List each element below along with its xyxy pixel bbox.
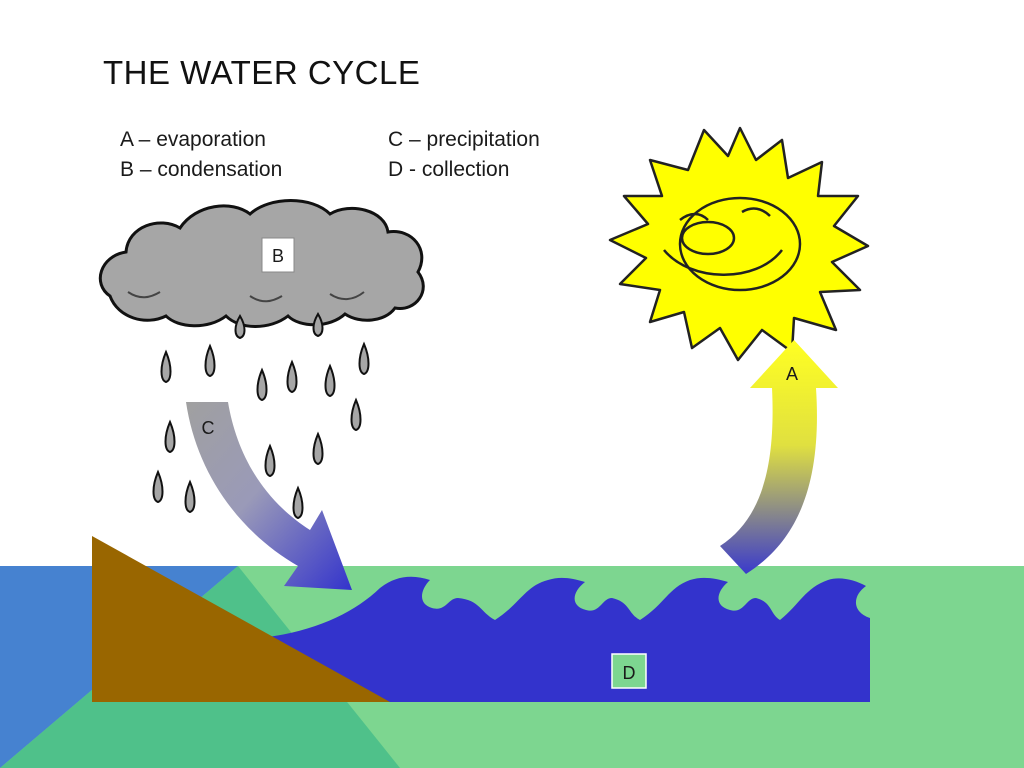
ocean-waves	[268, 576, 870, 702]
sun-nose	[680, 220, 736, 256]
raindrop	[264, 443, 276, 478]
legend: A – evaporation B – condensation C – pre…	[120, 128, 540, 181]
raindrop	[358, 341, 370, 376]
raindrop	[160, 349, 172, 384]
label-b-box	[261, 237, 295, 273]
legend-d-collection: D - collection	[388, 158, 509, 181]
raindrop	[256, 367, 268, 402]
raindrop	[234, 314, 246, 340]
raindrop	[164, 419, 176, 454]
sun-right-eye	[741, 207, 771, 217]
sun	[608, 126, 870, 362]
legend-c-precipitation: C – precipitation	[388, 128, 540, 151]
cloud: B	[98, 199, 425, 328]
raindrop	[312, 312, 324, 338]
raindrop	[204, 343, 216, 378]
arrow-c-precipitation: C	[186, 402, 352, 590]
label-d-group: D	[611, 653, 647, 689]
sun-smile	[663, 249, 783, 276]
sun-left-eye	[679, 212, 709, 222]
arrow-c-shape	[186, 402, 352, 590]
raindrop	[350, 397, 362, 432]
raindrop	[312, 431, 324, 466]
legend-a-evaporation: A – evaporation	[120, 128, 266, 151]
land-slope	[92, 536, 390, 702]
arrow-a-evaporation: A	[720, 340, 838, 574]
collection-water-body	[92, 536, 870, 702]
label-b: B	[272, 246, 284, 266]
label-d: D	[623, 663, 636, 683]
slide-title: THE WATER CYCLE	[103, 54, 421, 91]
raindrop	[324, 363, 336, 398]
raindrops	[152, 312, 370, 520]
raindrop	[286, 359, 298, 394]
label-a: A	[786, 364, 798, 384]
raindrop	[152, 469, 164, 504]
raindrop	[292, 485, 304, 520]
arrow-a-shape	[720, 340, 838, 574]
legend-b-condensation: B – condensation	[120, 158, 282, 181]
label-c: C	[202, 418, 215, 438]
label-d-box	[611, 653, 647, 689]
raindrop	[184, 479, 196, 514]
